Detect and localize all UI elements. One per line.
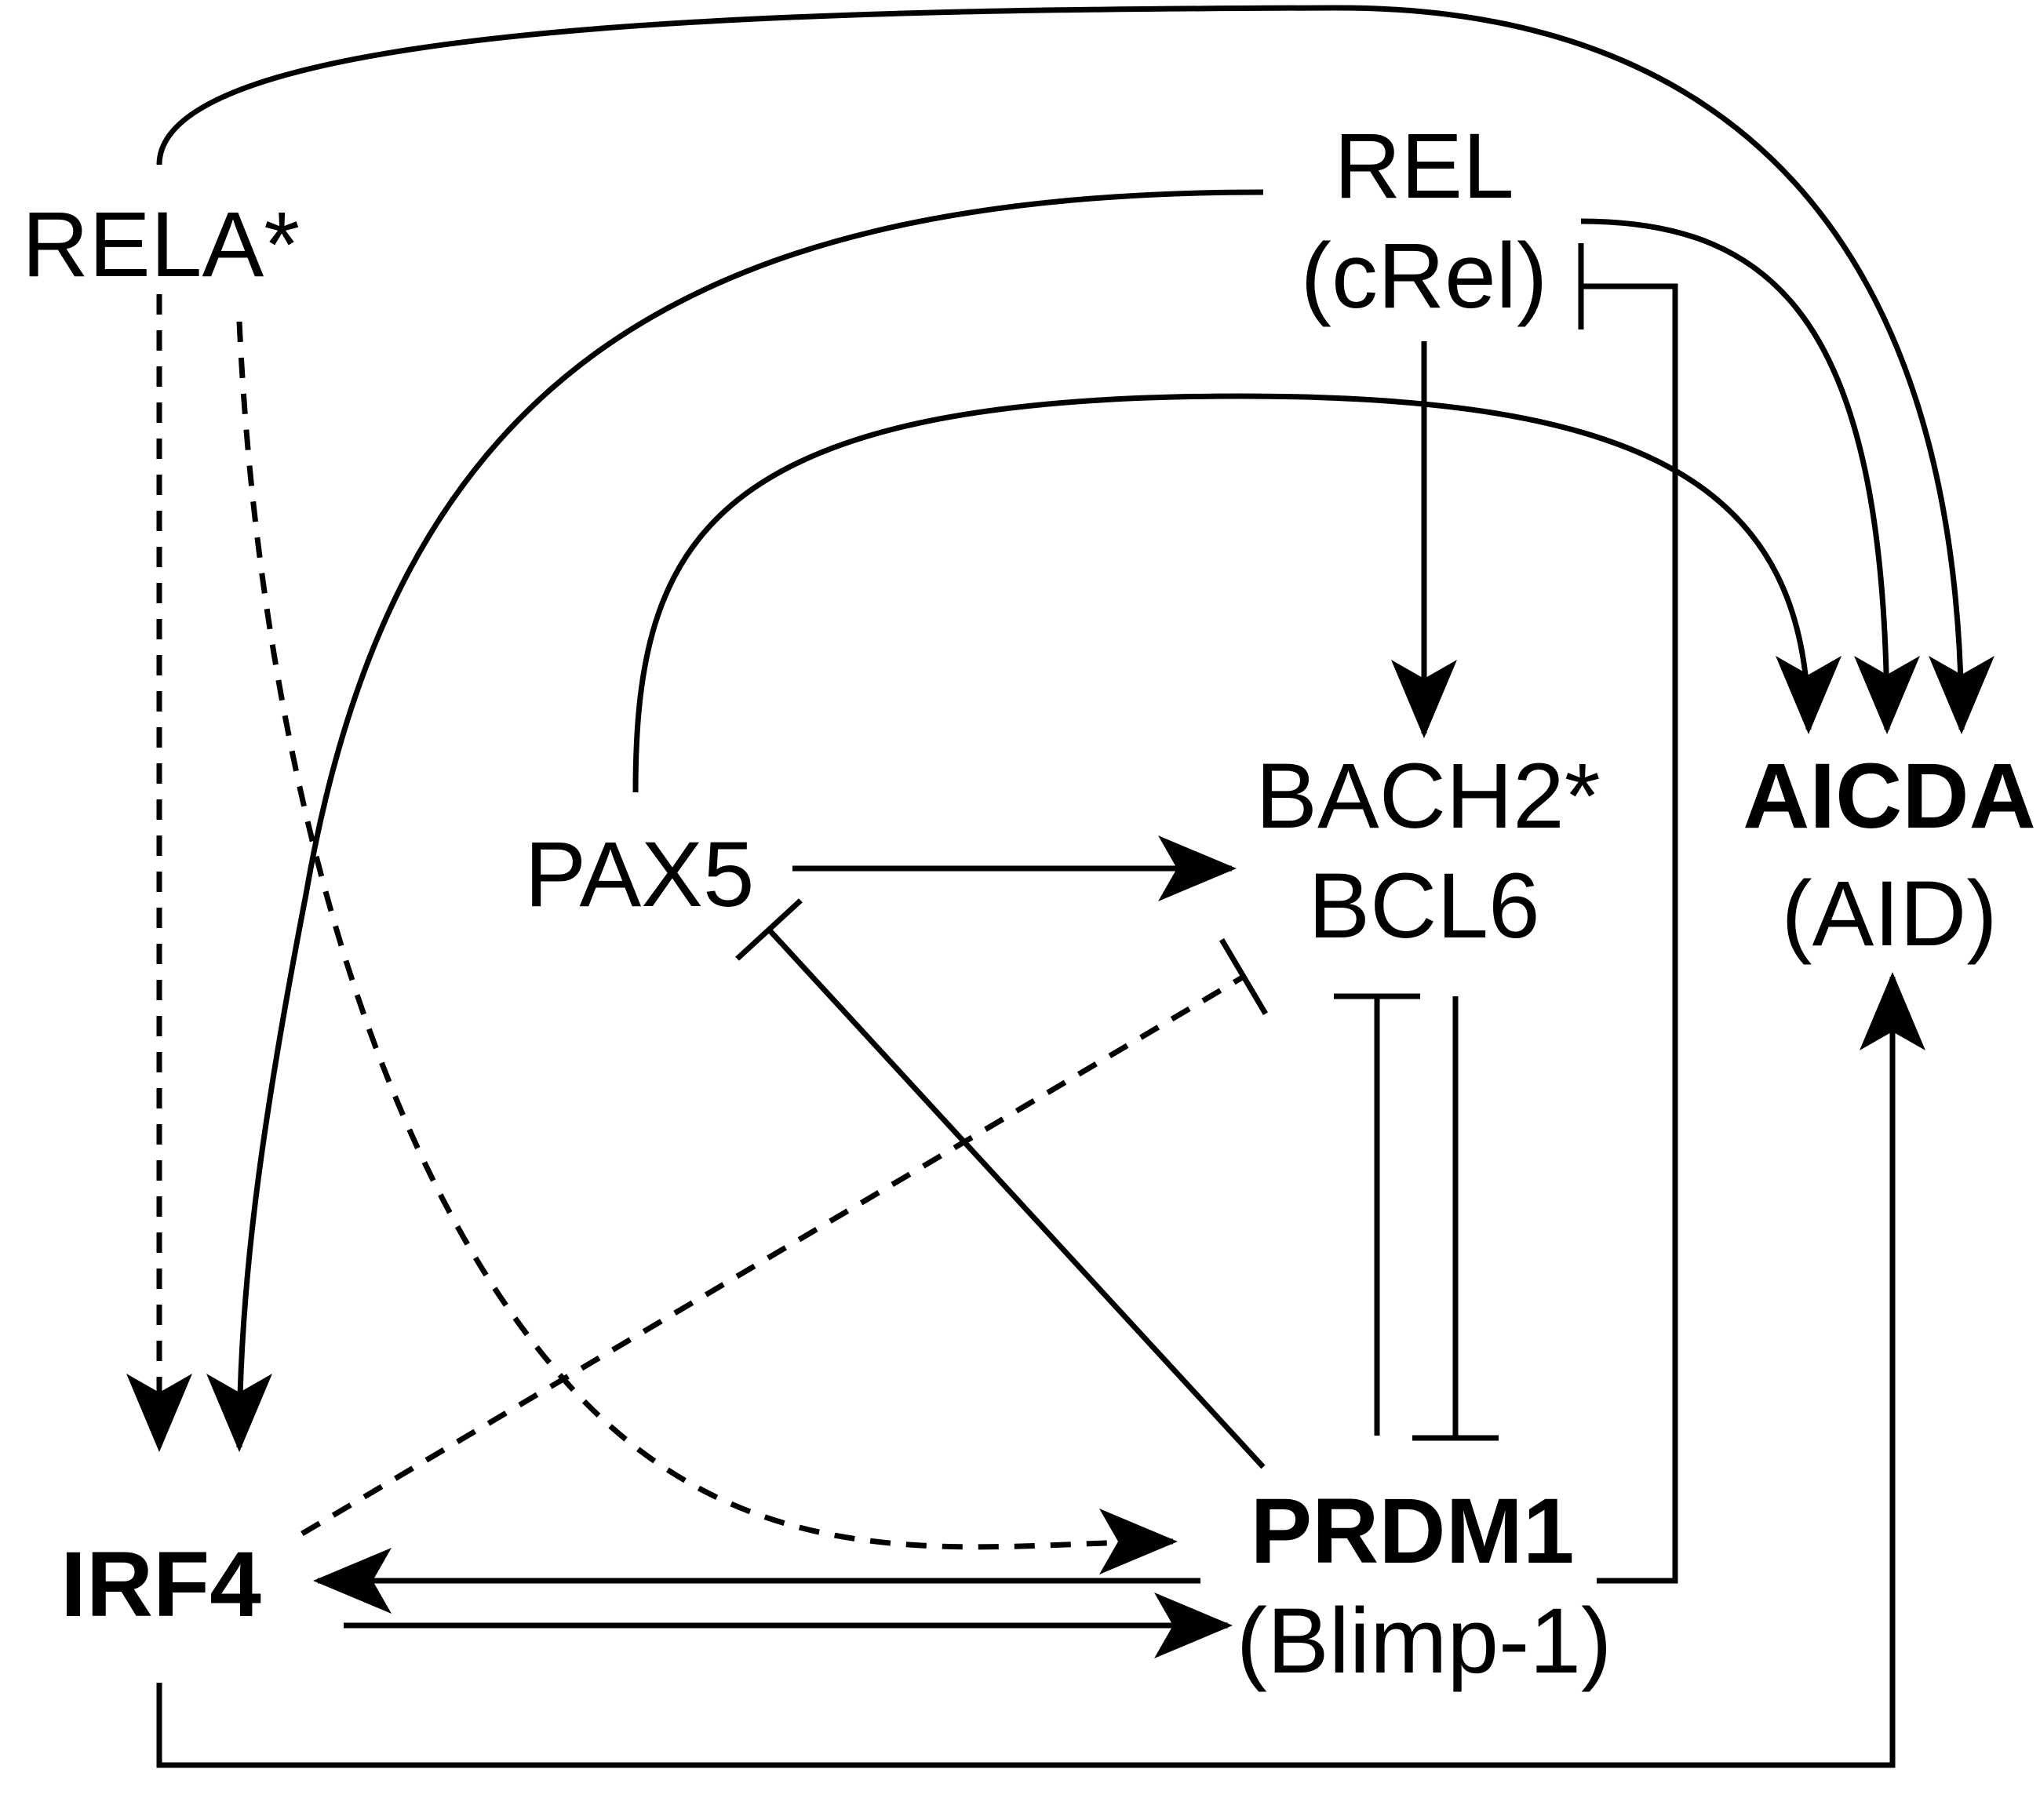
edge-prdm1-inhibits-rel: [1578, 243, 1678, 1584]
bach2-label: BACH2*: [1255, 744, 1600, 848]
prdm1-sublabel: (Blimp-1): [1237, 1589, 1612, 1693]
node-rela: RELA*: [22, 193, 300, 297]
edge-rel-to-irf4: [206, 189, 1264, 1452]
edge-pax5-to-aicda: [632, 393, 1841, 793]
rel-sublabel: (cRel): [1301, 224, 1548, 328]
node-pax5: PAX5: [525, 823, 755, 926]
pax5-label: PAX5: [525, 823, 755, 926]
node-prdm1: PRDM1 (Blimp-1): [1237, 1480, 1612, 1693]
prdm1-label: PRDM1: [1250, 1480, 1574, 1583]
node-rel: REL (cRel): [1301, 115, 1548, 328]
rela-label: RELA*: [22, 193, 300, 297]
rel-label: REL: [1334, 115, 1514, 218]
edge-rel-to-aicda: [1580, 218, 1920, 734]
aicda-label: AICDA: [1743, 744, 2036, 848]
node-aicda: AICDA (AID): [1743, 744, 2036, 966]
edge-rela-to-aicda: [156, 5, 1994, 734]
irf4-label: IRF4: [60, 1533, 261, 1636]
edge-irf4-inhibits-bach2-bcl6: [301, 937, 1269, 1537]
node-bach2-bcl6: BACH2* BCL6: [1255, 744, 1600, 958]
edge-rela-to-prdm1: [236, 321, 1178, 1575]
edge-prdm1-inhibits-pax5: [735, 898, 1266, 1469]
edge-irf4-to-aicda: [156, 972, 1925, 1768]
node-irf4: IRF4: [60, 1533, 261, 1636]
bcl6-label: BCL6: [1308, 854, 1539, 958]
aicda-sublabel: (AID): [1781, 862, 1997, 966]
